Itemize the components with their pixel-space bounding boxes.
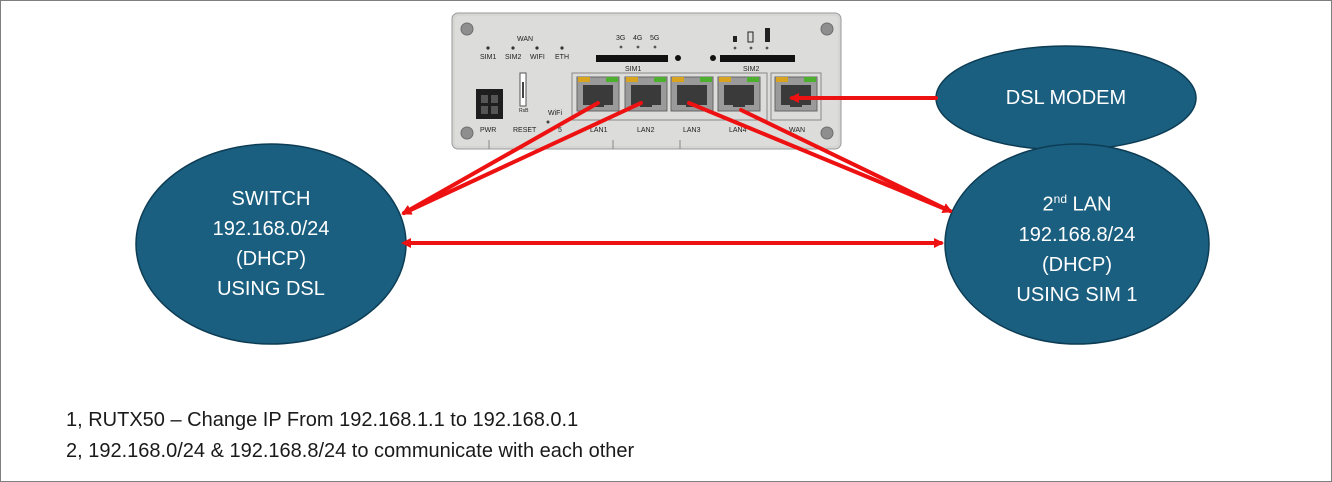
arrow-lan3-to-second-lan [687, 101, 953, 213]
led-icon [560, 46, 564, 50]
led-icon [653, 45, 657, 49]
port-label-lan1: LAN1 [590, 127, 608, 134]
sim1-label: SIM1 [625, 66, 641, 73]
arrow-lan4-to-second-lan [739, 108, 953, 213]
switch-label: SWITCH 192.168.0/24 (DHCP) USING DSL [136, 184, 406, 304]
net-label-5g: 5G [650, 35, 659, 42]
power-connector: PWR [476, 89, 503, 134]
sim-eject-icon [675, 55, 681, 61]
screw-icon [460, 126, 474, 140]
net-label-4g: 4G [633, 35, 642, 42]
second-lan-source: USING SIM 1 [1016, 283, 1138, 306]
sim-eject-icon [710, 55, 716, 61]
switch-dhcp: (DHCP) [236, 248, 306, 270]
led-label-sim2: SIM2 [505, 54, 521, 61]
screw-icon [820, 126, 834, 140]
port-lan1: LAN1 [576, 76, 620, 134]
port-label-lan4: LAN4 [729, 127, 747, 134]
port-label-wan: WAN [789, 127, 805, 134]
signal-icon [733, 36, 737, 42]
port-label-lan3: LAN3 [683, 127, 701, 134]
wifi-label: WiFi [548, 110, 562, 117]
port-label-lan2: LAN2 [637, 127, 655, 134]
signal-icon [747, 31, 754, 43]
wifi-5-label: 5 [558, 127, 562, 134]
router-device: SIM1 SIM2 WIFI ETH WAN 3G 4G 5G SIM1 SIM… [451, 12, 842, 150]
sim1-slot [596, 55, 668, 62]
switch-title: SWITCH [231, 188, 311, 210]
second-lan-label: 2nd LAN 192.168.8/24 (DHCP) USING SIM 1 [945, 184, 1209, 310]
net-label-3g: 3G [616, 35, 625, 42]
led-label-sim1: SIM1 [480, 54, 496, 61]
second-lan-node [944, 143, 1210, 345]
arrow-lan2-to-switch [401, 101, 643, 215]
led-icon [511, 46, 515, 50]
arrow-lan1-to-switch [401, 101, 600, 215]
switch-source: USING DSL [217, 278, 325, 300]
wifi-button-icon [546, 120, 550, 124]
note-2: 2, 192.168.0/24 & 192.168.8/24 to commun… [66, 440, 635, 462]
led-label-wan-top: WAN [517, 36, 533, 43]
port-lan4: LAN4 [717, 76, 761, 134]
led-icon [619, 45, 623, 49]
reset-label: RESET [513, 127, 537, 134]
led-icon [535, 46, 539, 50]
led-label-eth: ETH [555, 54, 569, 61]
sim2-slot [720, 55, 795, 62]
note-1: 1, RUTX50 – Change IP From 192.168.1.1 t… [66, 409, 579, 431]
screw-icon [460, 22, 474, 36]
signal-icon [765, 28, 770, 42]
led-label-wifi: WIFI [530, 54, 545, 61]
led-icon [636, 45, 640, 49]
connection-arrows [401, 93, 953, 248]
port-lan2: LAN2 [624, 76, 668, 134]
pwr-label: PWR [480, 127, 496, 134]
second-lan-subnet: 192.168.8/24 [1018, 223, 1136, 246]
second-lan-title: 2nd LAN [1042, 192, 1112, 216]
dsl-modem-label: DSL MODEM [1005, 87, 1127, 109]
led-icon [486, 46, 490, 50]
screw-icon [820, 22, 834, 36]
sim2-label: SIM2 [743, 66, 759, 73]
notes: 1, RUTX50 – Change IP From 192.168.1.1 t… [66, 405, 634, 467]
reset-small-label: RsB [519, 108, 529, 114]
second-lan-dhcp: (DHCP) [1042, 253, 1112, 276]
switch-subnet: 192.168.0/24 [212, 218, 330, 240]
